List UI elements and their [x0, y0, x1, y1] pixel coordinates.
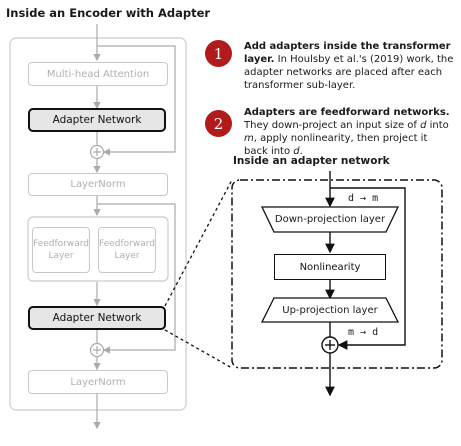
- layernorm-top-box: LayerNorm: [28, 173, 168, 196]
- feedforward-layer-1: Feedforward Layer: [32, 227, 90, 273]
- up-projection-label: Up-projection layer: [282, 304, 378, 316]
- note-2-text-d: .: [299, 146, 303, 157]
- up-projection-shape: [260, 297, 400, 323]
- multihead-attention-box: Multi-head Attention: [28, 62, 168, 86]
- note-2-var-m: m: [244, 133, 254, 144]
- note-1-text: In Houlsby et al.'s (2019) work, the ada…: [244, 54, 454, 91]
- add-circle-bottom: [89, 342, 105, 358]
- feedforward-container: [27, 216, 169, 282]
- adapter-network-bottom: Adapter Network: [28, 306, 166, 330]
- encoder-title: Inside an Encoder with Adapter: [6, 6, 211, 20]
- adapter-zoom-frame: [231, 179, 443, 369]
- d-to-m-label: d → m: [348, 193, 379, 204]
- feedforward-layer-2: Feedforward Layer: [98, 227, 156, 273]
- note-2-heading: Adapters are feedforward networks.: [244, 107, 450, 118]
- note-2-var-d2: d: [293, 146, 300, 157]
- down-projection-label: Down-projection layer: [274, 214, 386, 225]
- note-2-text-a: They down-project an input size of: [244, 120, 421, 131]
- adapter-network-top: Adapter Network: [28, 108, 166, 132]
- add-circle-top: [89, 144, 105, 160]
- note-2-var-d: d: [420, 120, 427, 131]
- note-1: Add adapters inside the transformer laye…: [244, 40, 454, 92]
- note-2-badge: 2: [205, 110, 232, 137]
- adapter-add-circle: [321, 336, 339, 354]
- note-2-text-c: , apply nonlinearity, then project it ba…: [244, 133, 428, 157]
- note-1-heading: Add adapters inside the transformer laye…: [244, 41, 451, 65]
- m-to-d-label: m → d: [348, 327, 379, 338]
- down-projection-shape: [260, 206, 400, 233]
- adapter-title: Inside an adapter network: [233, 155, 390, 167]
- note-2: Adapters are feedforward networks. They …: [244, 106, 454, 158]
- note-1-badge: 1: [205, 40, 232, 67]
- note-2-text-b: into: [426, 120, 449, 131]
- nonlinearity-box: Nonlinearity: [274, 254, 386, 280]
- encoder-frame: [9, 37, 187, 411]
- layernorm-bottom-box: LayerNorm: [28, 370, 168, 394]
